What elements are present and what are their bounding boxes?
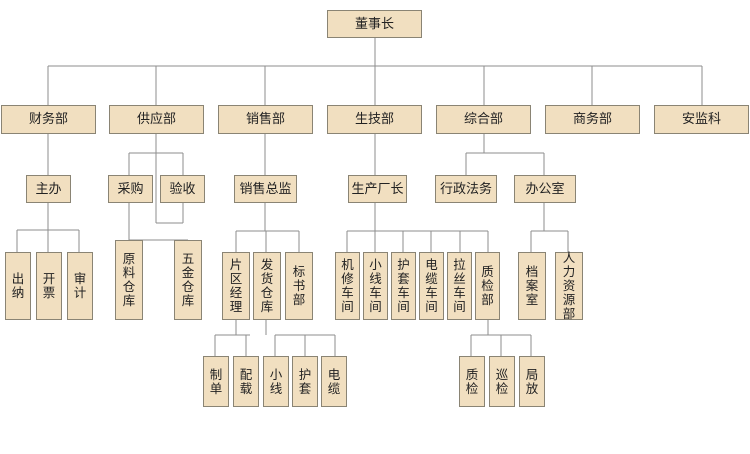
node-hr-dept-label: 人力资源部 <box>562 250 576 321</box>
node-partial-discharge: 局放 <box>519 356 545 407</box>
node-order-making-label: 制单 <box>209 366 223 396</box>
node-audit-label: 审计 <box>73 271 87 300</box>
node-regional-manager: 片区经理 <box>222 252 250 320</box>
node-cable-label: 电缆 <box>327 366 341 396</box>
node-general-dept: 综合部 <box>436 105 531 134</box>
node-sheath-workshop: 护套车间 <box>391 252 416 320</box>
node-maintenance-workshop: 机修车间 <box>335 252 360 320</box>
node-raw-material-warehouse: 原料仓库 <box>115 240 143 320</box>
node-loading: 配载 <box>233 356 259 407</box>
node-office-label: 办公室 <box>525 181 565 197</box>
node-small-wire: 小线 <box>263 356 289 407</box>
node-cable: 电缆 <box>321 356 347 407</box>
node-safety-dept: 安监科 <box>654 105 749 134</box>
node-chairman: 董事长 <box>327 10 422 38</box>
node-hr-dept: 人力资源部 <box>555 250 583 321</box>
node-small-wire-workshop-label: 小线车间 <box>369 257 382 314</box>
node-supply-dept: 供应部 <box>109 105 204 134</box>
node-cashier-label: 出纳 <box>11 271 25 300</box>
node-business-dept: 商务部 <box>545 105 640 134</box>
node-sheath: 护套 <box>292 356 318 407</box>
node-patrol-inspection: 巡检 <box>489 356 515 407</box>
node-maintenance-workshop-label: 机修车间 <box>341 257 354 314</box>
node-plant-director-label: 生产厂长 <box>351 181 404 197</box>
node-wire-drawing-workshop: 拉丝车间 <box>447 252 472 320</box>
node-quality-check-label: 质检 <box>465 366 479 396</box>
node-patrol-inspection-label: 巡检 <box>495 366 509 396</box>
node-finance-dept: 财务部 <box>1 105 96 134</box>
node-shipping-warehouse: 发货仓库 <box>253 252 281 320</box>
node-cashier: 出纳 <box>5 252 31 320</box>
node-partial-discharge-label: 局放 <box>525 366 539 396</box>
node-legal-admin-label: 行政法务 <box>439 181 492 197</box>
node-invoicing-label: 开票 <box>42 271 56 300</box>
node-audit: 审计 <box>67 252 93 320</box>
node-invoicing: 开票 <box>36 252 62 320</box>
node-inspection: 验收 <box>160 175 205 203</box>
node-chairman-label: 董事长 <box>354 16 394 32</box>
node-purchase: 采购 <box>108 175 153 203</box>
node-finance-head: 主办 <box>26 175 71 203</box>
node-raw-material-warehouse-label: 原料仓库 <box>122 251 136 308</box>
node-sales-dept-label: 销售部 <box>245 112 285 127</box>
node-small-wire-workshop: 小线车间 <box>363 252 388 320</box>
node-plant-director: 生产厂长 <box>348 175 407 203</box>
node-small-wire-label: 小线 <box>269 366 283 396</box>
node-cable-workshop: 电缆车间 <box>419 252 444 320</box>
node-sales-director-label: 销售总监 <box>239 181 292 197</box>
node-wire-drawing-workshop-label: 拉丝车间 <box>453 257 466 314</box>
node-production-dept: 生技部 <box>327 105 422 134</box>
node-general-dept-label: 综合部 <box>463 112 503 127</box>
node-order-making: 制单 <box>203 356 229 407</box>
node-bidding-dept: 标书部 <box>285 252 313 320</box>
node-cable-workshop-label: 电缆车间 <box>425 257 438 314</box>
node-sheath-label: 护套 <box>298 366 312 396</box>
node-supply-dept-label: 供应部 <box>136 112 176 127</box>
node-sales-dept: 销售部 <box>218 105 313 134</box>
node-office: 办公室 <box>514 175 576 203</box>
node-quality-check: 质检 <box>459 356 485 407</box>
node-loading-label: 配载 <box>239 366 253 396</box>
node-sheath-workshop-label: 护套车间 <box>397 257 410 314</box>
node-hardware-warehouse-label: 五金仓库 <box>181 251 195 308</box>
node-archives: 档案室 <box>518 252 546 320</box>
node-business-dept-label: 商务部 <box>572 112 612 127</box>
node-shipping-warehouse-label: 发货仓库 <box>260 257 274 314</box>
node-quality-dept: 质检部 <box>475 252 500 320</box>
node-hardware-warehouse: 五金仓库 <box>174 240 202 320</box>
node-regional-manager-label: 片区经理 <box>229 257 243 314</box>
node-purchase-label: 采购 <box>117 181 144 197</box>
node-quality-dept-label: 质检部 <box>481 264 494 307</box>
node-finance-head-label: 主办 <box>35 181 62 197</box>
node-legal-admin: 行政法务 <box>435 175 497 203</box>
node-archives-label: 档案室 <box>525 264 539 307</box>
node-safety-dept-label: 安监科 <box>681 112 721 127</box>
node-inspection-label: 验收 <box>169 181 196 197</box>
node-sales-director: 销售总监 <box>234 175 297 203</box>
node-bidding-dept-label: 标书部 <box>292 264 306 307</box>
node-finance-dept-label: 财务部 <box>28 112 68 127</box>
node-production-dept-label: 生技部 <box>354 112 394 127</box>
